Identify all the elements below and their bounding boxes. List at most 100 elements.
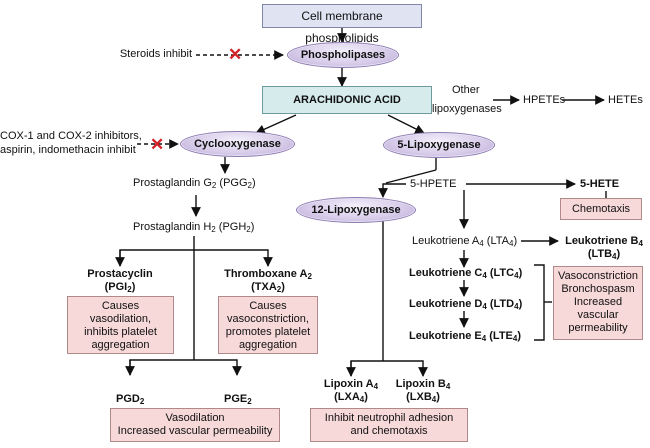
lte4-abbr: (LTE [486,330,513,342]
lte4-abbr-sub: 4 [512,334,518,343]
arachidonic-acid-label: ARACHIDONIC ACID [293,94,401,106]
lxa4-sub: 4 [373,382,379,391]
leukotriene-effects-box: Vasoconstriction Bronchospasm Increased … [553,266,643,340]
other-lipoxygenases-label-2: lipoxygenases [432,103,502,115]
ltc4-name: Leukotriene C [409,267,483,279]
pgh2-abbr-sub: 2 [246,225,251,234]
5-hpete-label: 5-HPETE [410,178,457,190]
effect-line: Vasodilation [165,412,225,424]
prostacyclin-abbr-text: (PGI [104,281,128,293]
lxb4-abbr: (LXB [406,391,432,403]
pge2-label: PGE2 [224,393,252,406]
lta4-close: ) [513,235,518,247]
effect-line: permeability [568,322,628,334]
effect-line: vascular [577,309,619,321]
lta4-name: Leukotriene A [412,235,480,247]
pgh2-label: Prostaglandin H2 (PGH2) [133,221,254,234]
cell-membrane-phospholipids-label: Cell membrane phospholipids [301,9,383,45]
other-lipoxygenases-label-1: Other [452,84,480,96]
effect-line: Bronchospasm [561,283,635,295]
chemotaxis-label: Chemotaxis [571,203,631,215]
effect-line: Increased [573,296,623,308]
arachidonic-acid-box: ARACHIDONIC ACID [262,86,432,114]
inhibition-x-icon: ✕ [150,135,165,154]
lxb4-close: ) [436,391,440,403]
ltd4-abbr: (LTD [486,298,515,310]
ltd4-name: Leukotriene D [409,298,483,310]
lte4-sub: 4 [481,334,487,343]
effect-line: aggregation [91,339,150,351]
ltb4-sub: 4 [638,239,643,248]
lxa4-label: Lipoxin A4 (LXA4) [316,378,386,404]
cox-inhibitors-label-1: COX-1 and COX-2 inhibitors, [0,130,142,142]
lxa4-name: Lipoxin A [323,378,374,390]
5-hete-label: 5-HETE [580,178,620,190]
hetes-label: HETEs [608,94,643,106]
prostacyclin-abbr-close: ) [131,281,136,293]
ltb4-close: ) [616,248,621,260]
effect-line: Causes [101,300,140,312]
hpetes-label: HPETEs [523,94,566,106]
effect-line: vasodilation, [89,313,152,325]
pgg2-abbr-sub: 2 [247,181,252,190]
pge2-sub: 2 [247,397,252,406]
lta4-abbr: (LTA [483,235,509,247]
phospholipases-label: Phospholipases [300,49,386,61]
lte4-name: Leukotriene E [409,330,482,342]
ltd4-close: ) [518,298,523,310]
pgg2-abbr: (PGG [216,177,248,189]
pgh2-abbr: (PGH [215,221,247,233]
prostaglandin-effects-box: Vasodilation Increased vascular permeabi… [110,408,280,442]
effect-line: promotes platelet [225,326,311,338]
thromboxane-abbr-text: (TXA [251,281,277,293]
prostacyclin-abbr-sub: 2 [127,285,132,294]
lte4-close: ) [517,330,522,342]
prostacyclin-abbr: (PGI2) [80,281,160,294]
effect-line: vasoconstriction, [227,313,309,325]
thromboxane-label: Thromboxane A2 (TXA2) [213,268,323,294]
lta4-sub: 4 [479,239,484,248]
effect-line: inhibits platelet [84,326,157,338]
pgg2-close: ) [251,177,256,189]
pgd2-name: PGD [116,393,140,405]
thromboxane-name: Thromboxane A2 [213,268,323,281]
chemotaxis-box: Chemotaxis [560,198,642,220]
ltc4-sub: 4 [482,271,487,280]
pgh2-name: Prostaglandin H [133,221,212,233]
ltd4-abbr-sub: 4 [514,302,519,311]
effect-line: Inhibit neutrophil adhesion [324,412,454,424]
ltb4-label: Leukotriene B4 (LTB4) [560,235,648,261]
cell-membrane-phospholipids-box: Cell membrane phospholipids [262,4,422,45]
12-lipoxygenase-label: 12-Lipoxygenase [311,204,401,216]
pgd2-label: PGD2 [116,393,144,406]
pgd2-sub: 2 [139,397,145,406]
ltd4-label: Leukotriene D4 (LTD4) [409,298,522,311]
cox-inhibitors-label-2: aspirin, indomethacin inhibit [0,144,136,156]
lte4-label: Leukotriene E4 (LTE4) [409,330,521,343]
lta4-label: Leukotriene A4 (LTA4) [412,235,517,248]
prostacyclin-label: Prostacyclin (PGI2) [80,268,160,294]
12-lipoxygenase-enzyme: 12-Lipoxygenase [296,197,416,223]
pgg2-sub: 2 [211,181,217,190]
ltc4-close: ) [518,267,523,279]
5-lipoxygenase-enzyme: 5-Lipoxygenase [383,132,495,158]
effect-line: Causes [249,300,287,312]
phospholipases-enzyme: Phospholipases [287,42,399,68]
thromboxane-abbr-close: ) [281,281,285,293]
ltb4-abbr: (LTB [587,248,613,260]
lta4-abbr-sub: 4 [509,239,514,248]
ltb4-abbr-sub: 4 [612,252,617,261]
pgg2-name: Prostaglandin G [133,177,212,189]
ltc4-label: Leukotriene C4 (LTC4) [409,267,522,280]
thromboxane-name-text: Thromboxane A [224,268,308,280]
ltc4-abbr: (LTC [486,267,515,279]
lipoxin-effects-box: Inhibit neutrophil adhesion and chemotax… [310,408,468,442]
ltc4-abbr-sub: 4 [514,271,519,280]
effect-line: aggregation [238,339,298,351]
effect-line: Vasoconstriction [558,270,638,282]
lxa4-close: ) [364,391,368,403]
effect-line: Increased vascular permeability [117,425,273,437]
lxb4-abbr-sub: 4 [431,395,437,404]
pge2-name: PGE [224,393,248,405]
